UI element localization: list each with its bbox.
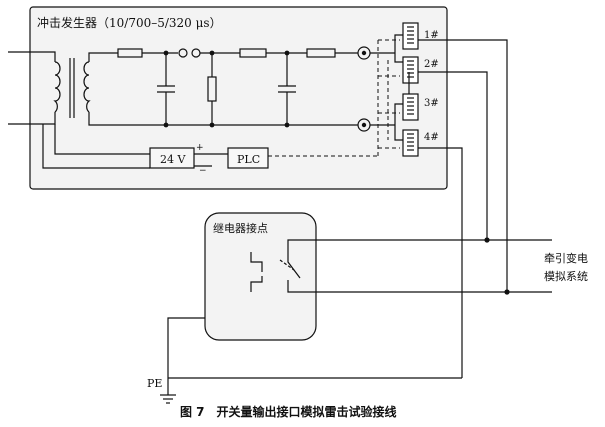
- relay-bus-top: [394, 34, 403, 53]
- relay-label-1: 1#: [424, 30, 439, 41]
- figure-caption: 图 7 开关量输出接口模拟雷击试验接线: [180, 404, 397, 419]
- relay-3: [402, 93, 419, 121]
- system-label-line2: 模拟系统: [544, 269, 588, 283]
- system-label-line1: 牵引变电: [544, 251, 588, 265]
- relay-contact-symbol: [250, 239, 316, 293]
- junction-dots: [163, 50, 510, 295]
- supply-wire-lower: [42, 124, 150, 169]
- control-dashed-lines: [268, 39, 400, 157]
- generator-label: 冲击发生器（10/700–5/320 μs）: [37, 15, 222, 30]
- relay2-output-wire: [418, 71, 488, 240]
- plus-sign: +: [196, 143, 204, 153]
- spark-gap-left: [178, 48, 188, 58]
- relay-2: [402, 56, 419, 84]
- secondary-bottom-lead: [88, 112, 98, 126]
- relay-label-4: 4#: [424, 132, 439, 143]
- relay4-output-wire: [418, 147, 463, 378]
- voltage-label: 24 V: [160, 153, 186, 166]
- relay-bus-bottom-2: [394, 125, 403, 141]
- voltage-source-box: [149, 147, 195, 169]
- ground-wire: [167, 317, 205, 395]
- input-lead-top: [8, 51, 56, 62]
- relay-4: [402, 129, 419, 157]
- plc-label: PLC: [237, 153, 260, 166]
- relay-bus-bottom: [394, 103, 403, 125]
- secondary-top-lead: [88, 52, 98, 62]
- relay-label-2: 2#: [424, 59, 439, 70]
- relay1-output-wire: [418, 39, 508, 292]
- supply-wire-upper: [54, 124, 150, 155]
- plc-box: [227, 147, 269, 169]
- transformer-primary: [53, 61, 61, 113]
- relay-contact-label: 继电器接点: [213, 222, 268, 235]
- pe-label: PE: [147, 377, 162, 390]
- minus-sign: −: [199, 166, 207, 176]
- relay-label-3: 3#: [424, 98, 439, 109]
- relay-1: [402, 22, 419, 50]
- transformer-secondary: [83, 61, 91, 113]
- relay-bus-top-2: [394, 53, 403, 63]
